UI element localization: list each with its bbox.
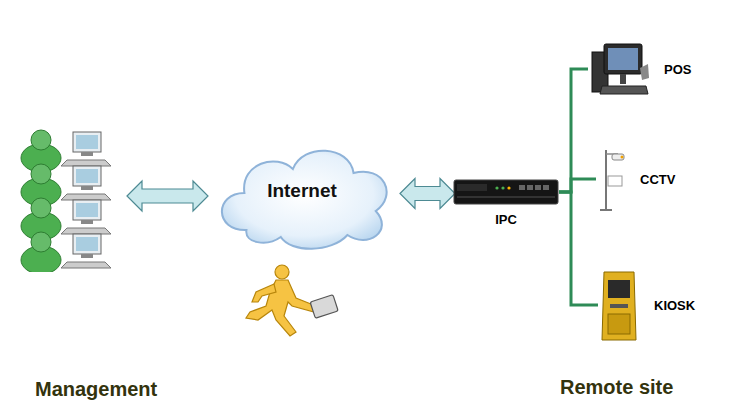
diagram-node: KIOSK: [598, 268, 695, 342]
node-label: Management: [35, 378, 157, 401]
ipc-device: [453, 176, 559, 208]
management-people: [15, 122, 125, 272]
node-label: Internet: [267, 180, 337, 202]
diagram-node: CCTV: [596, 146, 675, 212]
diagram-node: POS: [588, 38, 691, 100]
node-label: CCTV: [640, 172, 675, 187]
network-bus-line: [559, 179, 596, 192]
diagram-node: IPC: [453, 176, 559, 208]
kiosk-icon: [598, 268, 640, 342]
diagram-node: Internet: [206, 135, 398, 255]
network-bus-line: [559, 69, 588, 192]
diagram-node: Management: [15, 122, 125, 272]
double-arrow: [127, 181, 208, 211]
double-arrow: [400, 179, 455, 209]
network-bus-line: [559, 192, 598, 305]
region-label: Remote site: [560, 376, 673, 399]
hacker-figure: [238, 262, 342, 340]
node-label: IPC: [495, 212, 517, 227]
cctv-icon: [596, 146, 626, 212]
pos-icon: [588, 38, 650, 100]
node-label: POS: [664, 62, 691, 77]
node-label: KIOSK: [654, 298, 695, 313]
